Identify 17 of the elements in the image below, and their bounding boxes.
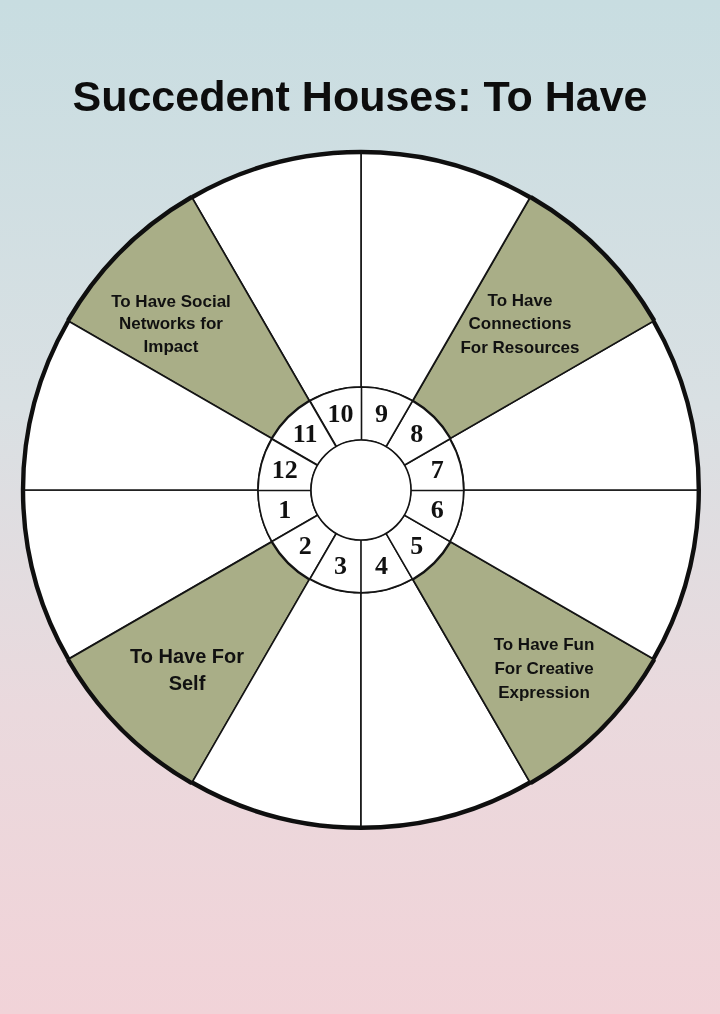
sector-label: To Have Connections For Resources: [459, 289, 581, 359]
page-title: Succedent Houses: To Have: [71, 71, 649, 122]
house-number: 6: [430, 496, 444, 525]
house-number: 3: [334, 552, 348, 581]
house-number: 2: [298, 531, 312, 560]
sector-label: To Have For Self: [128, 644, 246, 696]
sector-label: To Have Social Networks for Impact: [110, 291, 232, 359]
house-number: 10: [327, 399, 354, 428]
house-number: 4: [374, 552, 388, 581]
house-number: 5: [410, 531, 424, 560]
house-number: 7: [430, 455, 444, 484]
house-number: 8: [410, 420, 424, 449]
house-number: 11: [292, 420, 318, 449]
house-number: 1: [278, 496, 292, 525]
sector-label: To Have Fun For Creative Expression: [492, 634, 596, 704]
house-number: 12: [271, 455, 298, 484]
house-number: 9: [374, 399, 388, 428]
